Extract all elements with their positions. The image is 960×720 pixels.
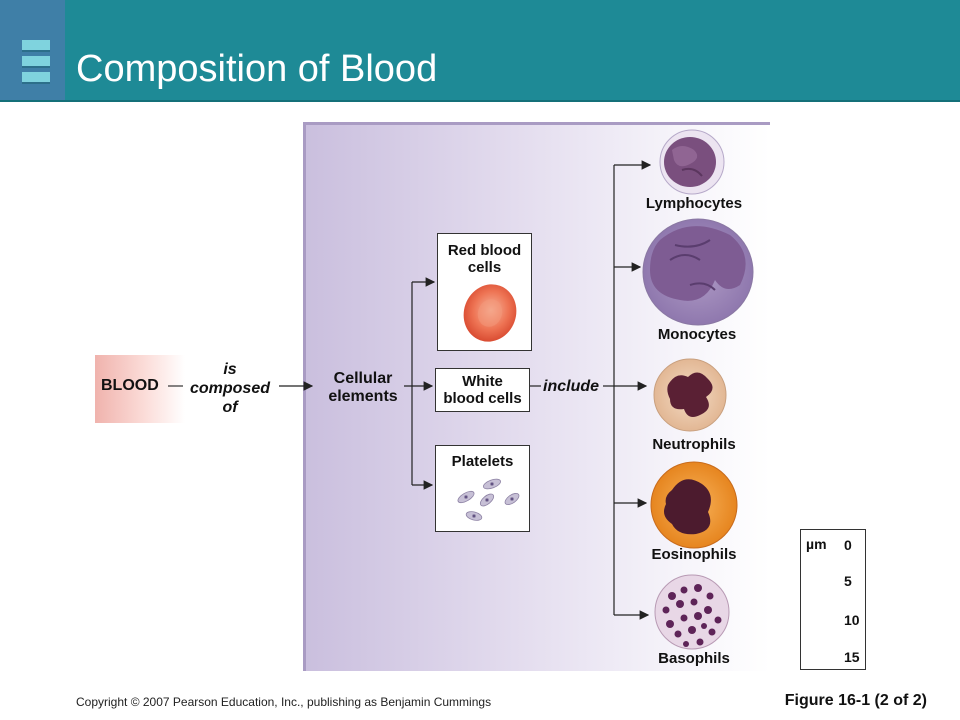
scale-unit: µm xyxy=(806,536,827,552)
scale-tick-5: 5 xyxy=(844,573,852,589)
stacked-bars-icon xyxy=(0,0,65,100)
monocytes-label: Monocytes xyxy=(657,326,737,343)
copyright-text: Copyright © 2007 Pearson Education, Inc.… xyxy=(76,695,492,709)
slide-title: Composition of Blood xyxy=(76,48,438,90)
blood-box xyxy=(95,355,185,423)
white-blood-cells-box: White blood cells xyxy=(435,368,530,412)
platelets-box: Platelets xyxy=(435,445,530,532)
neutrophil-image xyxy=(653,358,727,432)
basophil-image xyxy=(654,574,730,650)
lymphocyte-image xyxy=(659,129,725,195)
monocyte-image xyxy=(642,218,754,326)
platelets-label: Platelets xyxy=(451,453,514,470)
relation-include: include xyxy=(543,378,600,395)
figure-label: Figure 16-1 (2 of 2) xyxy=(784,692,927,709)
basophils-label: Basophils xyxy=(658,650,730,667)
eosinophil-image xyxy=(650,461,738,549)
lymphocytes-label: Lymphocytes xyxy=(645,195,743,212)
red-blood-cells-label: Red blood cells xyxy=(447,242,522,276)
scale-tick-0: 0 xyxy=(844,537,852,553)
scale-tick-15: 15 xyxy=(844,649,860,665)
blood-label: BLOOD xyxy=(101,377,159,394)
scale-tick-10: 10 xyxy=(844,612,860,628)
slide-header: Composition of Blood xyxy=(0,0,960,102)
platelets-image xyxy=(457,478,520,521)
scale-box xyxy=(800,529,866,670)
relation-composed-of: is composed of xyxy=(189,361,270,416)
white-blood-cells-label: White blood cells xyxy=(443,373,522,407)
eosinophils-label: Eosinophils xyxy=(651,546,737,563)
neutrophils-label: Neutrophils xyxy=(652,436,736,453)
cellular-elements-label: Cellular elements xyxy=(328,370,398,405)
